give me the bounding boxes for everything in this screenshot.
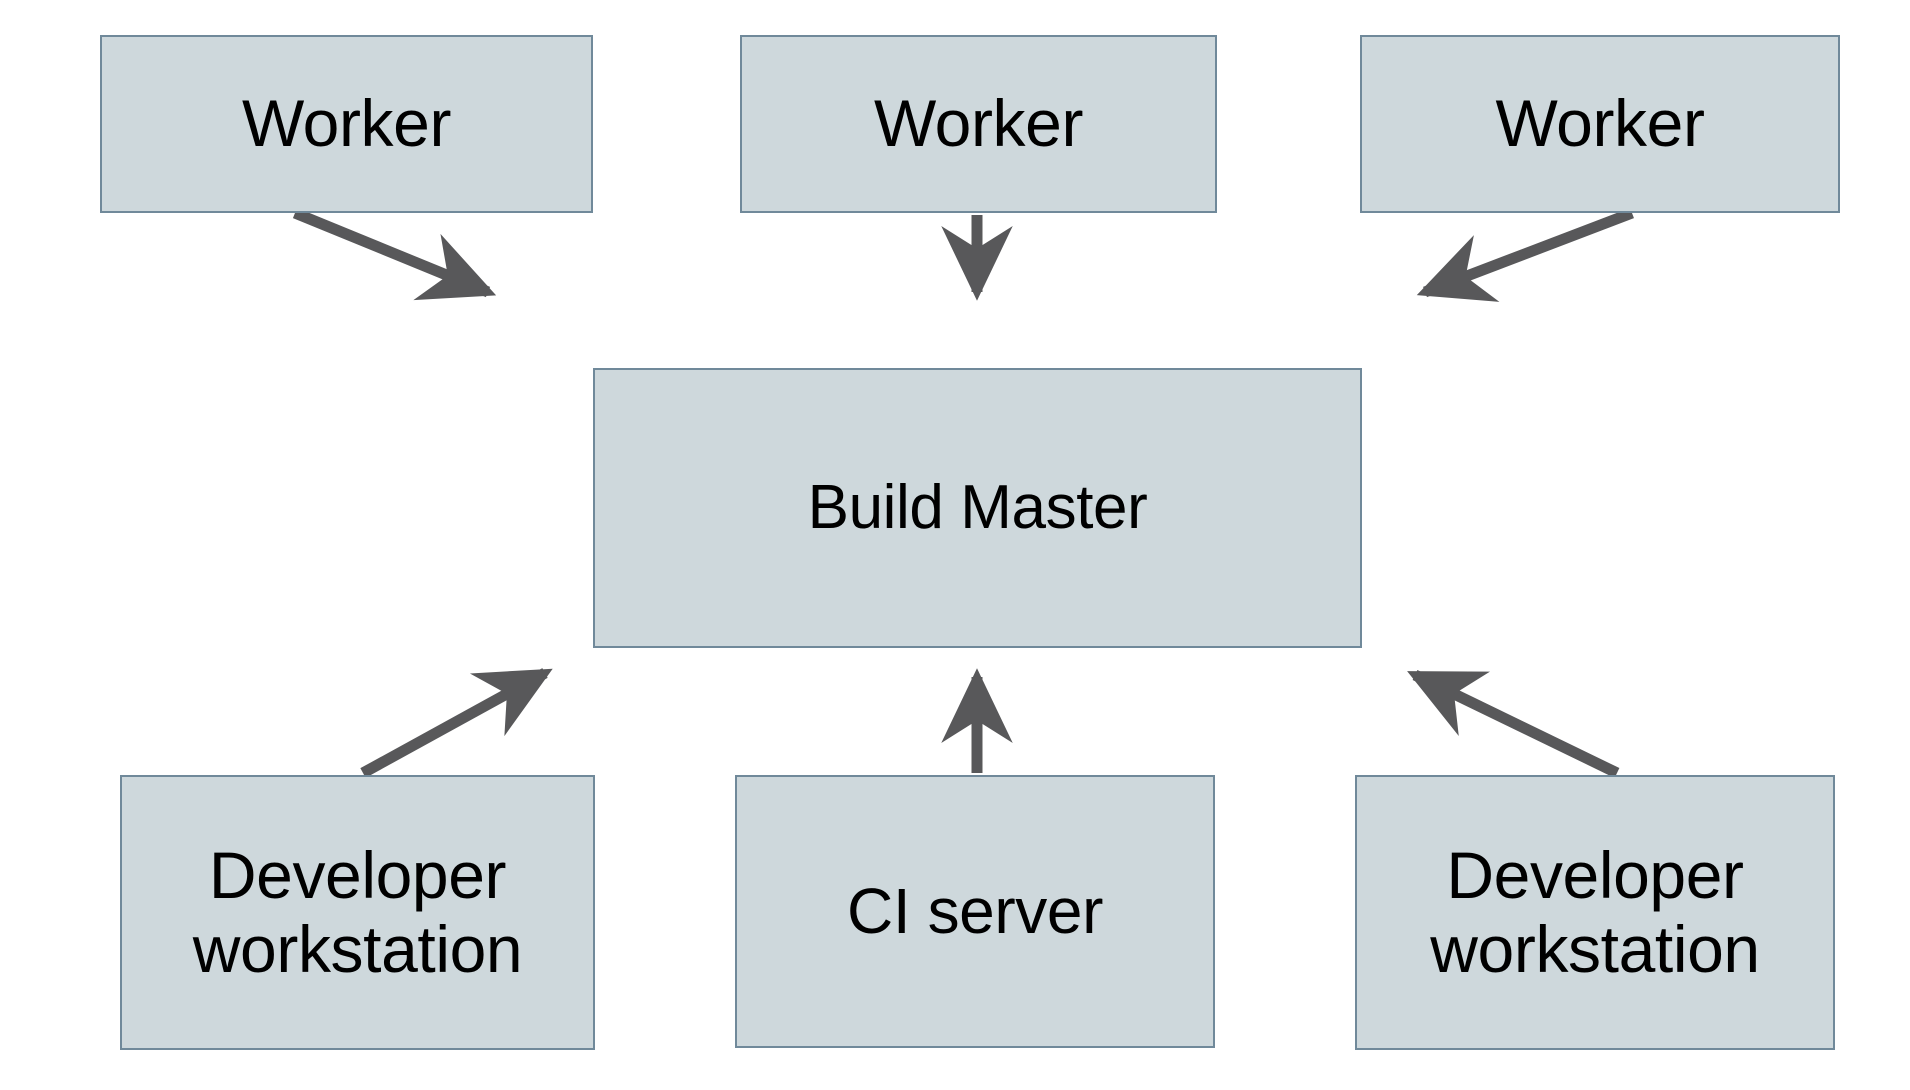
edge-worker-left-to-master (292, 207, 497, 301)
node-worker-right[interactable]: Worker (1360, 35, 1840, 213)
node-developer-workstation-right[interactable]: Developer workstation (1355, 775, 1835, 1050)
node-developer-workstation-left[interactable]: Developer workstation (120, 775, 595, 1050)
node-label: Worker (1495, 86, 1705, 161)
node-label: Developer workstation (192, 837, 523, 986)
node-build-master[interactable]: Build Master (593, 368, 1362, 648)
node-worker-left[interactable]: Worker (100, 35, 593, 213)
edge-dev-right-to-master (1407, 670, 1620, 778)
node-label: Worker (241, 86, 452, 161)
edge-dev-left-to-master (360, 668, 553, 778)
node-ci-server[interactable]: CI server (735, 775, 1215, 1048)
edge-worker-right-to-master (1416, 207, 1634, 302)
node-label: Developer workstation (1430, 837, 1760, 986)
node-label: Build Master (807, 473, 1148, 543)
node-label: Worker (873, 86, 1084, 161)
node-label: CI server (847, 874, 1103, 947)
node-worker-center[interactable]: Worker (740, 35, 1217, 213)
